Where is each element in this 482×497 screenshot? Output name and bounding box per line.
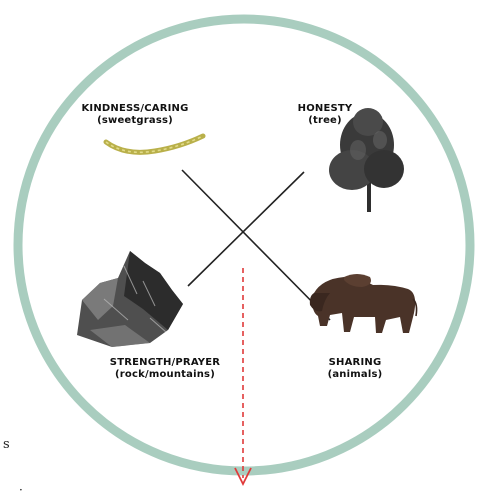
label-honesty: HONESTY (tree) (275, 103, 375, 127)
cross-line-2 (188, 172, 304, 286)
cross-line-1 (182, 170, 330, 320)
label-strength-title: STRENGTH/PRAYER (110, 357, 220, 368)
bison-icon (310, 274, 417, 333)
label-honesty-title: HONESTY (298, 103, 353, 114)
label-kindness-subtitle: (sweetgrass) (60, 115, 210, 127)
label-strength-subtitle: (rock/mountains) (80, 369, 250, 381)
stray-text-dot: · (19, 483, 23, 497)
label-sharing-title: SHARING (329, 357, 382, 368)
label-strength: STRENGTH/PRAYER (rock/mountains) (80, 357, 250, 381)
sweetgrass-icon (106, 136, 203, 152)
label-sharing-subtitle: (animals) (310, 369, 400, 381)
mountain-rock-icon (77, 251, 183, 347)
label-kindness-title: KINDNESS/CARING (81, 103, 188, 114)
outer-ring (18, 19, 470, 471)
label-honesty-subtitle: (tree) (275, 115, 375, 127)
stray-text-s: s (3, 437, 10, 452)
label-kindness: KINDNESS/CARING (sweetgrass) (60, 103, 210, 127)
label-sharing: SHARING (animals) (310, 357, 400, 381)
